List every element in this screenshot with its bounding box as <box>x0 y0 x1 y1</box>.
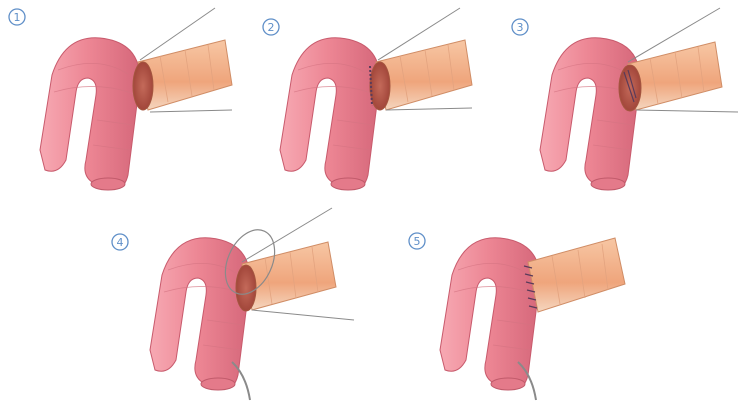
step-number-2: 2 <box>263 19 279 35</box>
panel-4: 4 <box>112 208 354 400</box>
step-number-3: 3 <box>512 19 528 35</box>
panel-1: 1 <box>9 8 232 190</box>
small-intestine-loop <box>280 38 380 190</box>
svg-text:2: 2 <box>268 21 275 34</box>
colon-segment <box>528 238 625 312</box>
svg-text:3: 3 <box>517 21 524 34</box>
colon-lumen <box>236 265 256 311</box>
svg-text:5: 5 <box>414 235 421 248</box>
colon-lumen <box>370 62 390 110</box>
small-intestine-loop <box>540 38 640 190</box>
step-number-1: 1 <box>9 9 25 25</box>
step-number-5: 5 <box>409 233 425 249</box>
small-intestine-loop <box>440 238 540 390</box>
small-intestine-loop <box>40 38 140 190</box>
panel-5: 5 <box>409 233 625 400</box>
colon-lumen <box>133 62 153 110</box>
step-number-4: 4 <box>112 234 128 250</box>
panel-2: 2 <box>263 8 472 190</box>
svg-text:4: 4 <box>117 236 124 249</box>
small-intestine-loop <box>150 238 250 390</box>
colon-segment <box>370 40 472 110</box>
panel-3: 3 <box>512 8 738 190</box>
colon-lumen <box>619 65 641 111</box>
colon-segment <box>619 42 722 111</box>
svg-text:1: 1 <box>14 11 21 24</box>
colon-segment <box>133 40 232 110</box>
colon-segment <box>236 242 336 311</box>
